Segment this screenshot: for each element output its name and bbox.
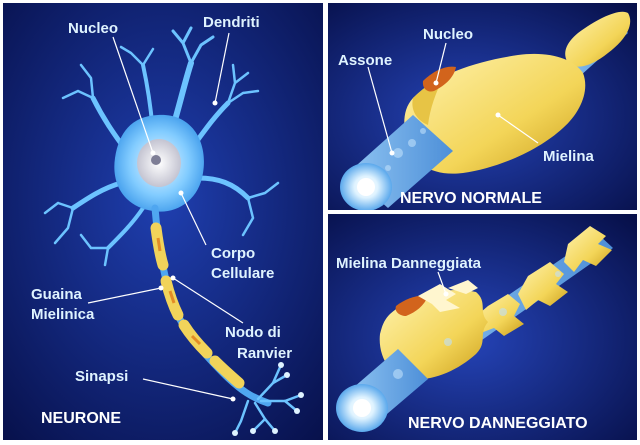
neuron-panel-title: NEURONE — [41, 410, 121, 427]
label-mielina: Mielina — [543, 148, 595, 165]
label-sinapsi: Sinapsi — [75, 368, 128, 385]
damaged-nerve-panel: Mielina Danneggiata NERVO DANNEGGIATO — [328, 214, 637, 440]
normal-panel-title: NERVO NORMALE — [400, 190, 542, 207]
neuron-illustration: Nucleo Dendriti Corpo Cellulare Guaina M… — [3, 3, 323, 440]
label-nodo-line2: Ranvier — [237, 345, 292, 362]
label-nucleo-normale: Nucleo — [423, 26, 473, 43]
label-guaina-line1: Guaina — [31, 286, 83, 303]
neuron-panel: Nucleo Dendriti Corpo Cellulare Guaina M… — [3, 3, 323, 440]
damaged-panel-title: NERVO DANNEGGIATO — [408, 415, 588, 432]
normal-nerve-illustration: Assone Nucleo Mielina NERVO NORMALE — [328, 3, 637, 210]
label-dendriti: Dendriti — [203, 14, 260, 31]
label-mielina-danneggiata: Mielina Danneggiata — [336, 255, 482, 272]
label-corpo-line2: Cellulare — [211, 265, 274, 282]
label-assone: Assone — [338, 52, 392, 69]
damaged-nerve-illustration: Mielina Danneggiata NERVO DANNEGGIATO — [328, 214, 637, 440]
label-guaina-line2: Mielinica — [31, 306, 95, 323]
label-nodo-line1: Nodo di — [225, 324, 281, 341]
label-nucleo: Nucleo — [68, 20, 118, 37]
label-corpo-line1: Corpo — [211, 245, 255, 262]
normal-nerve-panel: Assone Nucleo Mielina NERVO NORMALE — [328, 3, 637, 210]
